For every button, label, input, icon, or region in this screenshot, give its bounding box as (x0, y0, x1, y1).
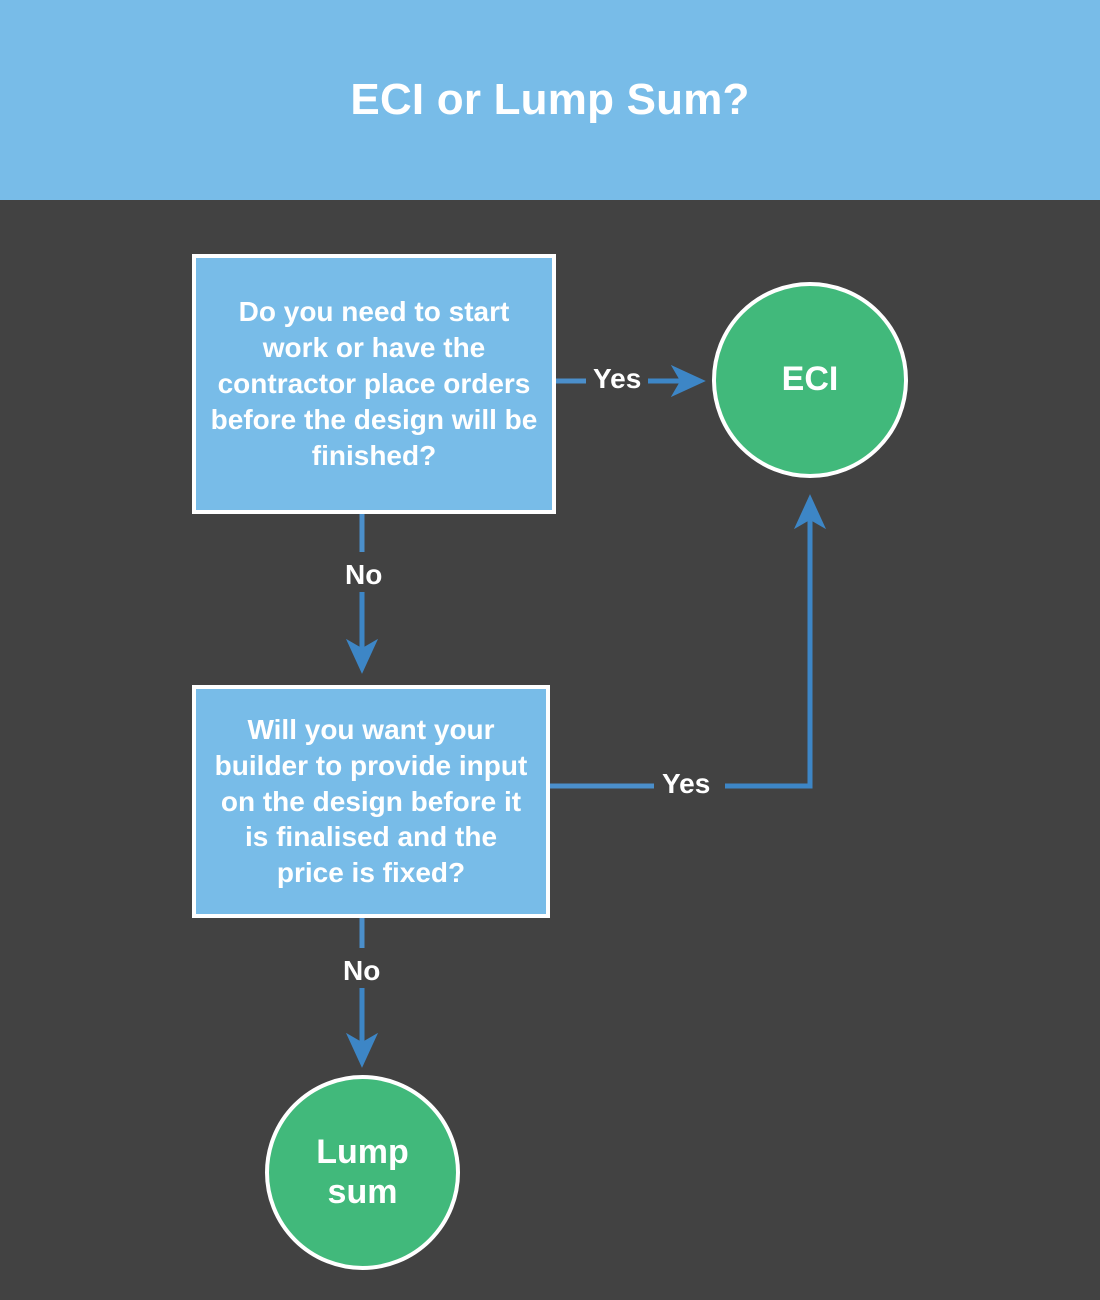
decision-node-2-label: Will you want your builder to provide in… (214, 713, 528, 889)
decision-node-1[interactable]: Do you need to start work or have the co… (192, 254, 556, 514)
terminal-node-lump-sum-label: Lump sum (316, 1133, 409, 1211)
decision-node-2[interactable]: Will you want your builder to provide in… (192, 685, 550, 918)
terminal-node-eci[interactable]: ECI (712, 282, 908, 478)
terminal-lump-line-2: sum (327, 1172, 398, 1211)
decision-node-1-label: Do you need to start work or have the co… (210, 296, 538, 471)
flowchart-canvas: Yes --> ECI (horizontal, arrow at right)… (0, 200, 1100, 1300)
terminal-node-lump-sum[interactable]: Lump sum (265, 1075, 460, 1270)
terminal-node-eci-label: ECI (781, 360, 839, 399)
header-bar: ECI or Lump Sum? (0, 0, 1100, 200)
terminal-lump-line-1: Lump (316, 1133, 409, 1172)
edge-label-decision2-yes: Yes (655, 768, 718, 800)
edge-label-decision2-no: No (336, 955, 388, 987)
edge-label-decision1-no: No (338, 559, 390, 591)
edge-label-decision1-yes: Yes (586, 363, 649, 395)
page-title: ECI or Lump Sum? (350, 74, 750, 124)
edge-decision2-yes (550, 494, 827, 789)
